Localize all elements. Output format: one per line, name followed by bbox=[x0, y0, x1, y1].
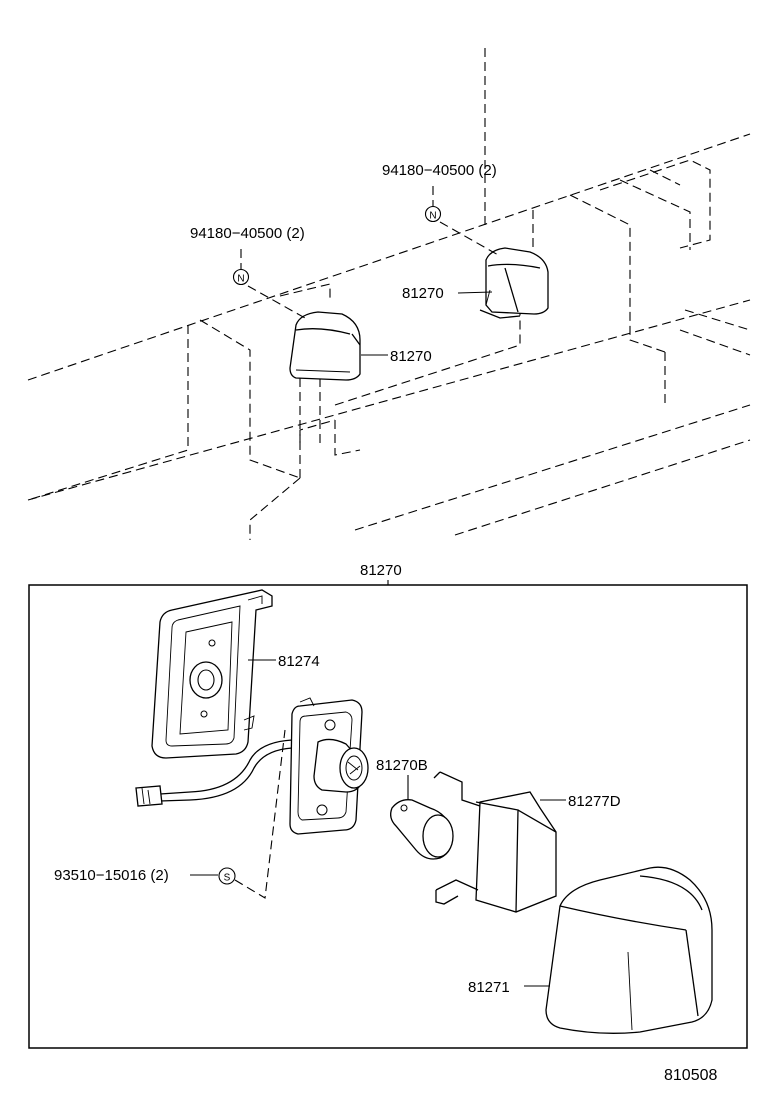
callout-screw-bottom: 93510−15016 (2) bbox=[54, 867, 169, 884]
bulb bbox=[390, 799, 454, 860]
assembly-frame bbox=[28, 584, 748, 1049]
svg-text:N: N bbox=[237, 274, 244, 285]
callout-bulb: 81270B bbox=[376, 757, 428, 774]
callout-top-lamp-right: 81270 bbox=[402, 285, 444, 302]
callout-gasket: 81274 bbox=[278, 653, 320, 670]
gasket bbox=[151, 589, 273, 759]
vehicle-body-outline bbox=[27, 48, 751, 540]
svg-text:N: N bbox=[429, 211, 436, 222]
n-symbol-right: N bbox=[424, 205, 442, 223]
callout-reflector: 81277D bbox=[568, 793, 621, 810]
connector bbox=[135, 785, 163, 807]
lamp-socket bbox=[289, 697, 369, 835]
assembly-title: 81270 bbox=[360, 562, 402, 579]
reflector-bracket bbox=[433, 771, 557, 913]
callout-top-screw-left: 94180−40500 (2) bbox=[190, 225, 305, 242]
lens bbox=[545, 866, 713, 1034]
callout-lens: 81271 bbox=[468, 979, 510, 996]
wire-harness bbox=[159, 739, 293, 795]
top-license-lamp-left bbox=[289, 311, 361, 381]
callout-top-lamp-left: 81270 bbox=[390, 348, 432, 365]
svg-text:S: S bbox=[224, 873, 231, 884]
s-symbol: S bbox=[218, 867, 236, 885]
diagram-code: 810508 bbox=[664, 1067, 717, 1084]
top-license-lamp-right bbox=[479, 247, 549, 319]
n-symbol-left: N bbox=[232, 268, 250, 286]
callout-top-screw-right: 94180−40500 (2) bbox=[382, 162, 497, 179]
